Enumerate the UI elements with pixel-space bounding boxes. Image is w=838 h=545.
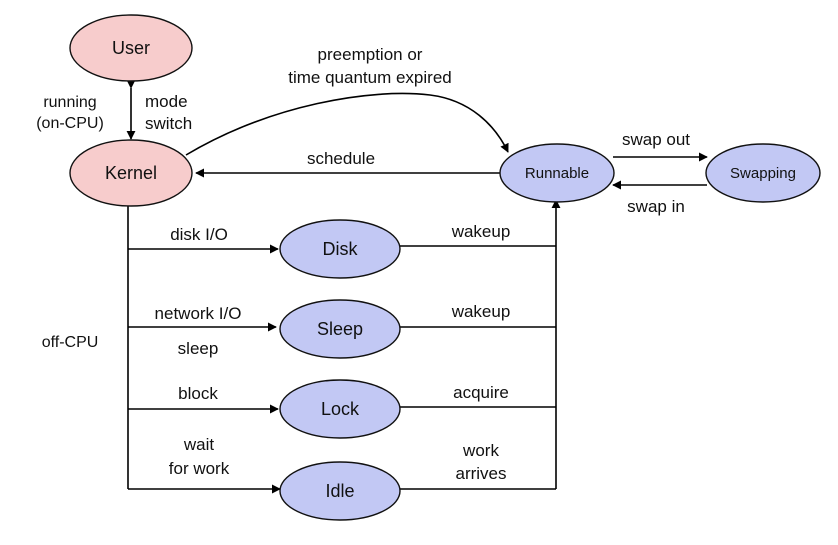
acquire-label: acquire (453, 383, 509, 402)
wakeup-label-1: wakeup (451, 222, 511, 241)
network-io-label: network I/O (155, 304, 242, 323)
running-label-line1: running (43, 94, 96, 111)
state-idle: Idle (279, 461, 401, 521)
state-runnable: Runnable (499, 143, 615, 203)
state-kernel: Kernel (69, 139, 193, 207)
sleep-edge-label: sleep (178, 339, 219, 358)
preemption-label-line2: time quantum expired (288, 68, 451, 87)
schedule-label: schedule (307, 149, 375, 168)
mode-label: mode (145, 92, 188, 111)
wait-label-line1: wait (183, 435, 215, 454)
idle-node-label: Idle (325, 481, 354, 501)
user-node-label: User (112, 38, 150, 58)
state-swapping: Swapping (705, 143, 821, 203)
running-label-line2: (on-CPU) (36, 115, 104, 132)
disk-io-label: disk I/O (170, 225, 228, 244)
state-user: User (69, 14, 193, 82)
state-sleep: Sleep (279, 299, 401, 359)
wakeup-label-2: wakeup (451, 302, 511, 321)
work-label-line2: arrives (455, 464, 506, 483)
switch-label: switch (145, 114, 192, 133)
preemption-edge (185, 92, 509, 156)
disk-node-shape (279, 219, 401, 279)
kernel-node-label: Kernel (105, 163, 157, 183)
state-lock: Lock (279, 379, 401, 439)
runnable-node-label: Runnable (525, 165, 589, 182)
work-label-line1: work (462, 441, 499, 460)
block-label: block (178, 384, 218, 403)
runnable-node-shape (499, 143, 615, 203)
swap-in-label: swap in (627, 197, 685, 216)
sleep-node-shape (279, 299, 401, 359)
disk-node-label: Disk (323, 239, 359, 259)
swapping-node-shape (705, 143, 821, 203)
off-cpu-label: off-CPU (42, 334, 99, 351)
user-node-shape (69, 14, 193, 82)
sleep-node-label: Sleep (317, 319, 363, 339)
wait-label-line2: for work (169, 459, 230, 478)
swap-out-label: swap out (622, 130, 690, 149)
lock-node-label: Lock (321, 399, 360, 419)
swapping-node-label: Swapping (730, 165, 796, 182)
lock-node-shape (279, 379, 401, 439)
state-disk: Disk (279, 219, 401, 279)
kernel-node-shape (69, 139, 193, 207)
idle-node-shape (279, 461, 401, 521)
preemption-label-line1: preemption or (318, 45, 423, 64)
